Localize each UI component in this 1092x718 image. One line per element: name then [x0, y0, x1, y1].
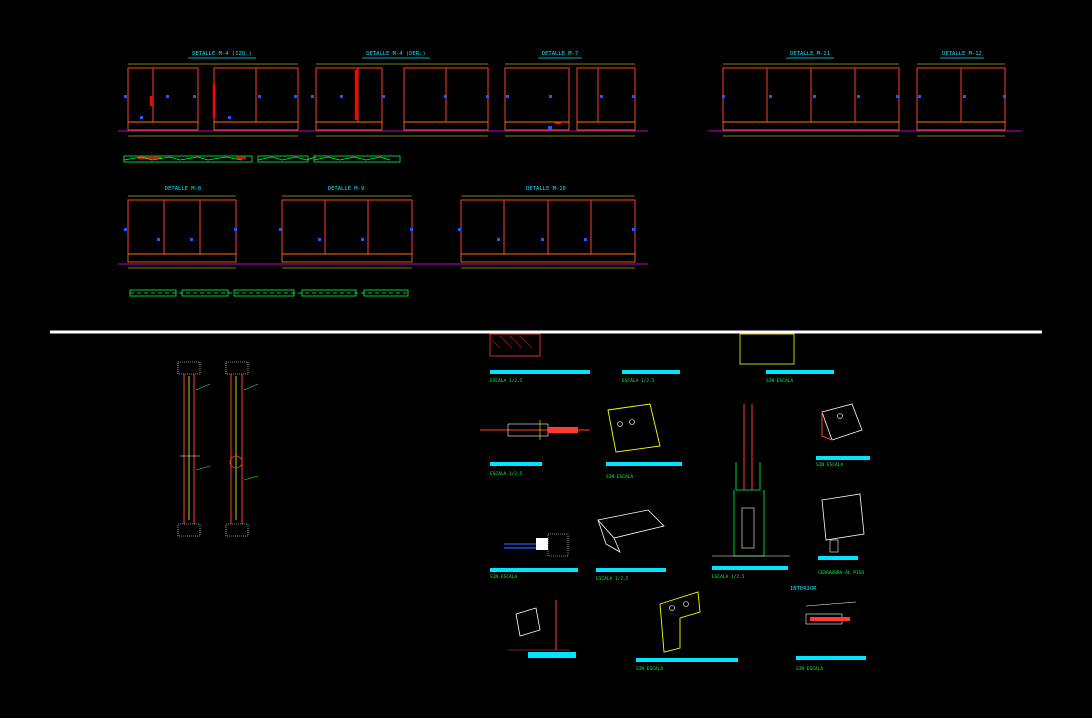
- detail-hinge-section: SIN ESCALA: [490, 533, 578, 580]
- base-bands-row-2: [127, 253, 636, 263]
- scale-label-10: CERRADURA AL PISO: [818, 570, 864, 576]
- scale-label-1: ESCALA 1/2.5: [490, 378, 523, 384]
- scale-label-4: ESCALA 1/2.5: [490, 471, 523, 477]
- plan-sections-row-1: [123, 155, 401, 163]
- detail-column-base: ESCALA 1/2.5: [712, 404, 790, 580]
- hardware-dots-row-1: [124, 95, 1006, 130]
- detail-plate-iso: SIN ESCALA: [606, 403, 682, 480]
- detail-wall-section-1: ESCALA 1/2.5: [489, 333, 590, 384]
- title-m8: DETALLE M-8: [165, 186, 201, 192]
- title-m4-der: DETALLE M-4 (DER.): [366, 51, 426, 57]
- scale-label-5: SIN ESCALA: [606, 474, 633, 480]
- title-m10: DETALLE M-10: [526, 186, 566, 192]
- title-m4-izq: DETALLE M-4 (IZQ.): [192, 51, 252, 57]
- elevations-row-1: DETALLE M-4 (IZQ.) DETALLE M-4 (DER.) DE…: [192, 51, 982, 57]
- detail-anchor-bolt: ESCALA 1/2.5: [480, 420, 590, 477]
- base-bands-row-1: [127, 121, 1006, 131]
- hardware-dots-row-2: [124, 228, 635, 241]
- scale-label-11: SIN ESCALA: [636, 666, 663, 672]
- elevations-row-2: DETALLE M-8 DETALLE M-9 DETALLE M-10: [165, 186, 566, 192]
- frame-accents-row-1: [138, 70, 561, 160]
- scale-label-3: SIN ESCALA: [766, 378, 793, 384]
- dimension-lines-row-2: [128, 195, 635, 269]
- plan-sections-row-2: [129, 289, 409, 297]
- detail-angle-bracket: [508, 600, 576, 658]
- title-m12: DETALLE M-12: [942, 51, 982, 57]
- detail-panel-top: SIN ESCALA: [739, 333, 834, 384]
- interior-label: INTERIOR: [790, 586, 817, 592]
- scale-label-8: SIN ESCALA: [490, 574, 517, 580]
- vertical-section-2: [225, 361, 259, 537]
- scale-label-6: SIN ESCALA: [816, 462, 843, 468]
- dimension-lines-row-1: [128, 63, 1005, 137]
- detail-interior-bar: INTERIOR SIN ESCALA: [790, 586, 866, 672]
- detail-corner-plate: SIN ESCALA: [636, 591, 738, 672]
- detail-floor-lock: CERRADURA AL PISO: [818, 493, 865, 576]
- detail-lock-box-iso: ESCALA 1/2.5: [596, 509, 666, 582]
- title-m9: DETALLE M-9: [328, 186, 364, 192]
- scale-label-2: ESCALA 1/2.5: [622, 378, 655, 384]
- scale-label-12: SIN ESCALA: [796, 666, 823, 672]
- title-m7: DETALLE M-7: [542, 51, 578, 57]
- vertical-section-1: [177, 361, 211, 537]
- detail-wall-section-2: ESCALA 1/2.5: [622, 370, 680, 384]
- scale-label-7: ESCALA 1/2.5: [712, 574, 745, 580]
- title-m11: DETALLE M-11: [790, 51, 830, 57]
- detail-bracket-iso: SIN ESCALA: [816, 403, 870, 468]
- scale-label-9: ESCALA 1/2.5: [596, 576, 629, 582]
